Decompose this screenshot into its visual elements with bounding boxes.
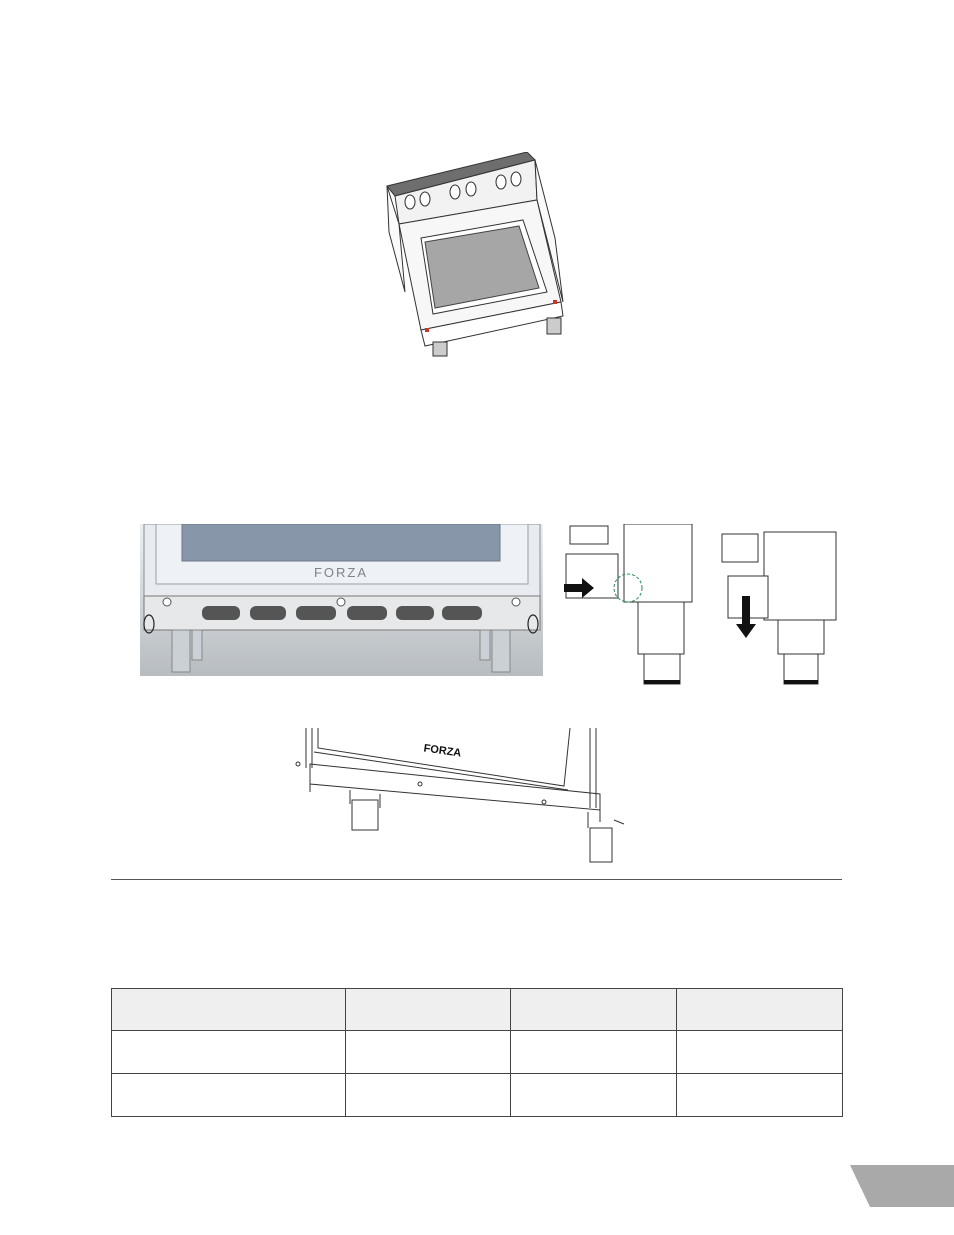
kick-plate-slide-detail bbox=[560, 524, 695, 686]
brand-logo: FORZA bbox=[314, 565, 368, 580]
table-cell bbox=[111, 1030, 346, 1074]
page-corner-tab bbox=[850, 1165, 954, 1207]
table-header-row bbox=[111, 988, 843, 1031]
range-open-door-illustration bbox=[385, 152, 570, 362]
table-header-cell bbox=[510, 988, 677, 1031]
table-cell bbox=[345, 1030, 511, 1074]
table-cell bbox=[510, 1030, 677, 1074]
oven-base-front-photo: FORZA bbox=[140, 524, 543, 676]
table-row bbox=[111, 1073, 843, 1117]
table-cell bbox=[111, 1073, 346, 1117]
right-arrow-icon bbox=[564, 578, 594, 598]
section-divider bbox=[111, 879, 842, 880]
table-cell bbox=[676, 1030, 843, 1074]
table-row bbox=[111, 1030, 843, 1074]
table-header-cell bbox=[345, 988, 511, 1031]
brand-logo-drawing: FORZA bbox=[423, 742, 462, 759]
down-arrow-icon bbox=[736, 596, 756, 638]
table-cell bbox=[345, 1073, 511, 1117]
table-cell bbox=[676, 1073, 843, 1117]
screw-icon bbox=[295, 761, 547, 805]
spec-table bbox=[111, 988, 843, 1117]
kick-plate-lower-detail bbox=[720, 530, 842, 686]
kick-plate-screw-drawing: FORZA bbox=[290, 728, 626, 870]
table-cell bbox=[510, 1073, 677, 1117]
table-header-cell bbox=[676, 988, 843, 1031]
table-header-cell bbox=[111, 988, 346, 1031]
